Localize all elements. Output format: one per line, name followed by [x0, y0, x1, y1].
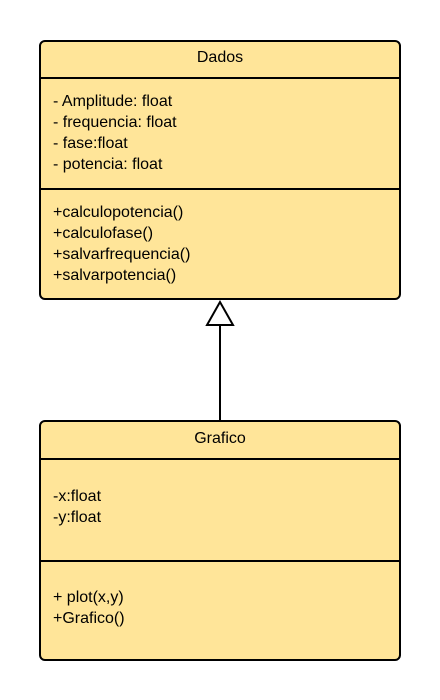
class-name: Dados — [196, 49, 244, 66]
attribute-list: - Amplitude: float - frequencia: float -… — [53, 91, 391, 175]
method-list: +calculopotencia() +calculofase() +salva… — [53, 202, 391, 286]
class-name: Grafico — [194, 430, 246, 447]
method-item: +salvarpotencia() — [53, 267, 177, 284]
attribute-item: - fase:float — [53, 135, 128, 152]
class-grafico[interactable]: Grafico -x:float -y:float + plot(x,y) +G… — [39, 420, 401, 661]
method-item: +salvarfrequencia() — [53, 246, 191, 263]
method-item: +Grafico() — [53, 610, 125, 627]
class-header: Dados — [41, 42, 399, 78]
class-header: Grafico — [41, 422, 399, 459]
section-divider — [41, 560, 399, 562]
method-list: + plot(x,y) +Grafico() — [53, 587, 391, 629]
attribute-list: -x:float -y:float — [53, 486, 391, 528]
section-divider — [41, 188, 399, 190]
attribute-item: - potencia: float — [53, 156, 163, 173]
header-divider — [41, 77, 399, 79]
method-item: + plot(x,y) — [53, 589, 124, 606]
class-dados[interactable]: Dados - Amplitude: float - frequencia: f… — [39, 40, 401, 300]
attribute-item: - Amplitude: float — [53, 93, 173, 110]
method-item: +calculopotencia() — [53, 204, 184, 221]
header-divider — [41, 458, 399, 460]
attribute-item: - frequencia: float — [53, 114, 177, 131]
attribute-item: -y:float — [53, 509, 102, 526]
inheritance-arrowhead — [205, 299, 235, 326]
attribute-item: -x:float — [53, 488, 102, 505]
method-item: +calculofase() — [53, 225, 154, 242]
